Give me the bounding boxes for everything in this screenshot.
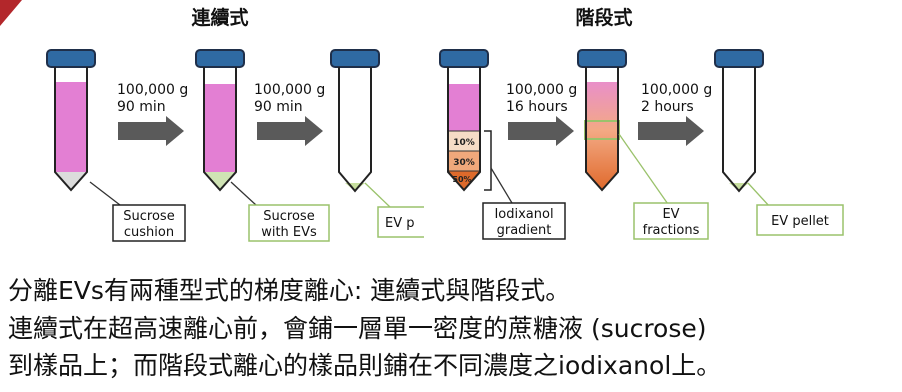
caption-line-1: 分離EVs有兩種型式的梯度離心: 連續式與階段式。 bbox=[8, 276, 571, 305]
callout-iodixanol-gradient: Iodixanol gradient bbox=[482, 202, 566, 240]
layer-label-10: 10% bbox=[453, 138, 475, 148]
arrow-label-line1: 100,000 g bbox=[641, 82, 712, 98]
tube-ev-fractions bbox=[577, 49, 627, 192]
arrow-label-line1: 100,000 g bbox=[254, 82, 325, 98]
arrow-right-icon bbox=[118, 116, 184, 146]
corner-decoration bbox=[0, 0, 22, 26]
callout-ev-pellet-cut: EV p bbox=[377, 200, 438, 244]
callout-line1: Iodixanol bbox=[494, 207, 553, 222]
tube-cushion bbox=[204, 172, 236, 190]
caption-line-3: 到樣品上；而階段式離心的樣品則鋪在不同濃度之iodixanol上。 bbox=[8, 351, 722, 380]
callout-line1: EV bbox=[662, 207, 679, 222]
arrow-label-line1: 100,000 g bbox=[506, 82, 577, 98]
tube-cap bbox=[195, 49, 245, 68]
tube-sample bbox=[204, 84, 236, 172]
layer-label-50: 50% bbox=[452, 175, 471, 184]
gradient-bracket bbox=[484, 130, 492, 191]
tube-cap bbox=[577, 49, 627, 68]
callout-line1: Sucrose bbox=[263, 209, 314, 224]
tube-cap bbox=[439, 49, 489, 68]
tube-cushion bbox=[55, 172, 87, 190]
tube-body bbox=[722, 67, 756, 193]
tube-sample bbox=[448, 84, 480, 131]
callout-ev-pellet: EV pellet bbox=[756, 204, 844, 236]
callout-line2: cushion bbox=[124, 225, 174, 240]
callout-line1: EV pellet bbox=[771, 214, 829, 229]
arrow-right-icon bbox=[257, 116, 323, 146]
callout-line1: Sucrose bbox=[123, 209, 174, 224]
arrow-4: 100,000 g 2 hours bbox=[638, 82, 712, 146]
tube-ev-pellet-continuous bbox=[330, 49, 380, 193]
tube-sample bbox=[586, 82, 618, 190]
arrow-label-line2: 90 min bbox=[254, 99, 303, 115]
callout-line2: fractions bbox=[643, 223, 700, 238]
callout-sucrose-with-evs: Sucrose with EVs bbox=[248, 204, 330, 242]
arrow-2: 100,000 g 90 min bbox=[254, 82, 325, 146]
tube-body bbox=[338, 67, 372, 193]
header-stepwise: 階段式 bbox=[575, 6, 632, 29]
arrow-label-line2: 90 min bbox=[117, 99, 166, 115]
callout-line2: with EVs bbox=[261, 225, 317, 240]
arrow-right-icon bbox=[508, 116, 574, 146]
callout-line1: EV p bbox=[385, 216, 415, 231]
callout-ev-fractions: EV fractions bbox=[633, 202, 709, 240]
tube-body bbox=[447, 67, 481, 192]
header-continuous: 連續式 bbox=[191, 6, 248, 29]
tube-cap bbox=[330, 49, 380, 68]
tube-sample bbox=[55, 82, 87, 172]
tube-body bbox=[54, 67, 88, 192]
tube-cap bbox=[46, 49, 96, 68]
tube-body bbox=[203, 67, 237, 192]
tube-ev-pellet-stepwise bbox=[714, 49, 764, 193]
arrow-3: 100,000 g 16 hours bbox=[506, 82, 577, 146]
arrow-label-line2: 16 hours bbox=[506, 99, 568, 115]
caption-line-2: 連續式在超高速離心前，會鋪一層單一密度的蔗糖液 (sucrose) bbox=[8, 314, 707, 343]
tube-sucrose-with-evs bbox=[195, 49, 245, 192]
arrow-label-line2: 2 hours bbox=[641, 99, 694, 115]
callout-line2: gradient bbox=[497, 223, 552, 238]
arrow-1: 100,000 g 90 min bbox=[117, 82, 188, 146]
tube-cap bbox=[714, 49, 764, 68]
tube-body bbox=[585, 67, 619, 192]
layer-label-30: 30% bbox=[453, 158, 475, 168]
tube-sucrose-cushion bbox=[46, 49, 96, 192]
arrow-right-icon bbox=[638, 116, 704, 146]
arrow-label-line1: 100,000 g bbox=[117, 82, 188, 98]
leader-lines bbox=[89, 133, 771, 208]
callout-sucrose-cushion: Sucrose cushion bbox=[112, 204, 186, 242]
tube-iodixanol-gradient: 10% 30% 50% bbox=[439, 49, 492, 192]
